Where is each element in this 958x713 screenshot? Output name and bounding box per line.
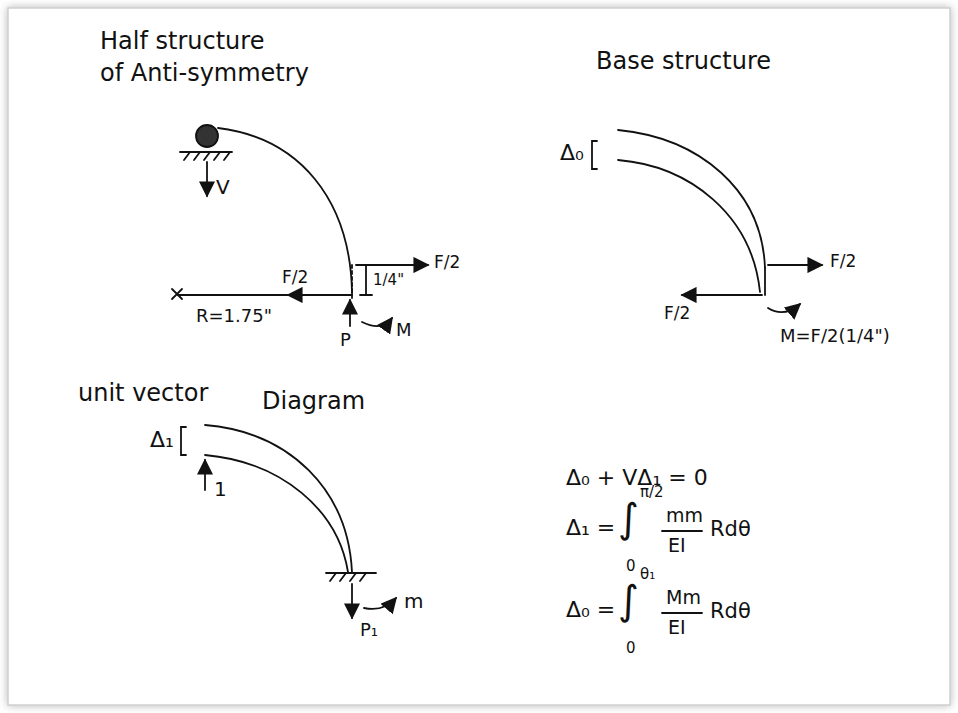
frame (8, 8, 950, 705)
equation: Δ₀ + VΔ₁ = 0 (566, 466, 708, 490)
force-label: F/2 (664, 304, 690, 323)
force-label: F/2 (282, 268, 308, 287)
displacement-label: Δ₁ (150, 428, 174, 452)
unit-load-label: 1 (214, 478, 227, 500)
integral-sign: ∫ (618, 496, 639, 540)
equation: EI (668, 535, 686, 556)
integral-limit: π/2 (640, 484, 664, 501)
force-label: F/2 (830, 252, 856, 271)
equation: Mm (666, 587, 701, 608)
heading: Base structure (596, 48, 771, 74)
moment-label: M (396, 320, 412, 340)
integral-limit: 0 (626, 640, 636, 657)
force-label: F/2 (434, 253, 460, 272)
dimension-label: 1/4" (373, 272, 404, 289)
heading: of Anti-symmetry (100, 60, 309, 86)
integral-limit: θ₁ (640, 566, 655, 583)
equation: Rdθ (710, 518, 751, 541)
moment-label: m (404, 590, 423, 612)
dimension-label: R=1.75" (196, 306, 272, 326)
equation: Δ₀ = (566, 598, 615, 622)
equation: Rdθ (710, 600, 751, 623)
heading: unit vector (78, 380, 208, 406)
curved-member (618, 130, 765, 268)
force-label: P (340, 330, 351, 350)
force-label: V (216, 176, 230, 198)
equation: EI (668, 617, 686, 638)
curved-member (218, 128, 352, 292)
integral-sign: ∫ (618, 578, 639, 622)
pin-support (196, 125, 218, 147)
heading: Diagram (262, 388, 365, 414)
heading: Half structure (100, 28, 264, 54)
force-label: P₁ (360, 620, 378, 640)
displacement-label: Δ₀ (560, 141, 584, 165)
integral-limit: 0 (626, 558, 636, 575)
reaction-arrow (206, 162, 208, 196)
moment-label: M=F/2(1/4") (780, 326, 890, 346)
equation: Δ₁ = (566, 516, 615, 540)
equation: mm (666, 505, 703, 526)
